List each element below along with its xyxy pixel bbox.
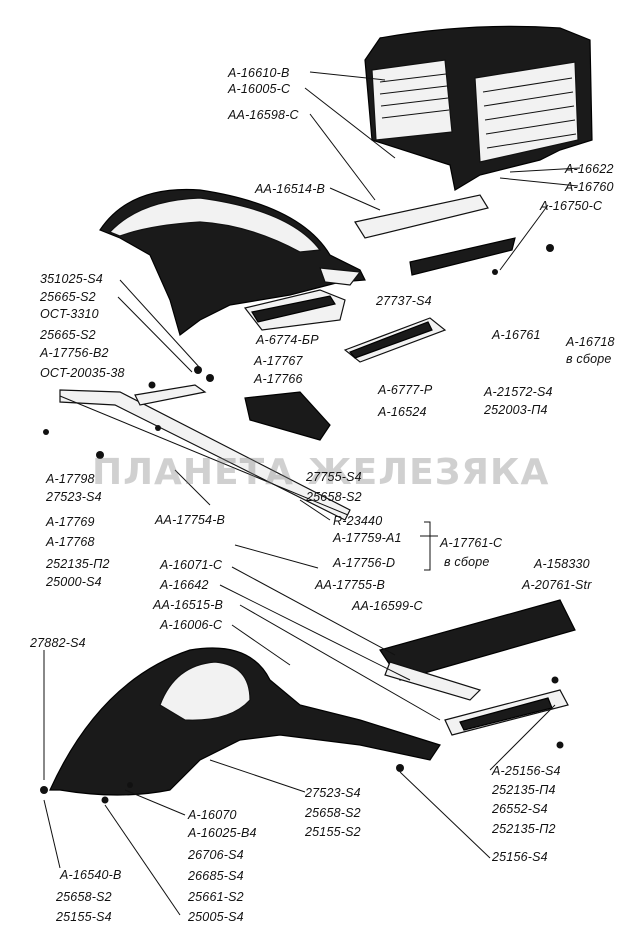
part-label: A-17759-A1	[333, 531, 402, 545]
part-label: A-16761	[492, 328, 541, 342]
part-label: A-16071-C	[160, 558, 223, 572]
part-label: 25658-S2	[56, 890, 112, 904]
part-label: в сборе	[444, 555, 490, 569]
part-label: A-16540-B	[60, 868, 122, 882]
fasteners	[40, 244, 564, 804]
part-label: A-17768	[46, 535, 95, 549]
part-label: A-17766	[254, 372, 303, 386]
part-label: 27523-S4	[305, 786, 361, 800]
part-label: A-16622	[565, 162, 614, 176]
part-label: A-17756-B2	[40, 346, 109, 360]
part-label: A-16524	[378, 405, 427, 419]
part-label: 25661-S2	[188, 890, 244, 904]
part-label: 27737-S4	[376, 294, 432, 308]
part-label: A-6777-P	[378, 383, 433, 397]
part-label: 252135-П2	[46, 557, 110, 571]
running-board-bracket	[59, 384, 351, 521]
part-label: 25665-S2	[40, 290, 96, 304]
part-label: A-21572-S4	[484, 385, 553, 399]
part-label: 252135-П2	[492, 822, 556, 836]
part-label: OCT-20035-38	[40, 366, 125, 380]
part-label: 27755-S4	[306, 470, 362, 484]
part-label: AA-17755-B	[315, 578, 386, 592]
part-label: 26706-S4	[188, 848, 244, 862]
part-label: A-17798	[46, 472, 95, 486]
part-label: A-16718	[566, 335, 615, 349]
part-label: A-17767	[254, 354, 303, 368]
part-label: 25155-S4	[56, 910, 112, 924]
running-board-lower	[379, 599, 576, 736]
part-label: AA-17754-B	[155, 513, 226, 527]
part-label: 252003-П4	[484, 403, 548, 417]
part-label: 26552-S4	[492, 802, 548, 816]
part-label: A-16760	[565, 180, 614, 194]
part-label: AA-16599-C	[352, 599, 423, 613]
part-label: A-16750-C	[540, 199, 603, 213]
part-label: 25155-S2	[305, 825, 361, 839]
part-label: 25005-S4	[188, 910, 244, 924]
part-label: A-20761-Str	[522, 578, 592, 592]
part-label: AA-16598-C	[228, 108, 299, 122]
part-label: A-17761-C	[440, 536, 503, 550]
rear-fender-lower	[49, 647, 441, 796]
part-label: A-16642	[160, 578, 209, 592]
part-label: A-16025-B4	[188, 826, 257, 840]
radiator-grille-shell	[364, 25, 593, 191]
part-label: в сборе	[566, 352, 612, 366]
watermark: ПЛАНЕТА ЖЕЛЕЗЯКА	[92, 452, 550, 493]
front-fender-upper	[99, 188, 366, 337]
part-label: 25658-S2	[305, 806, 361, 820]
leader-lines	[43, 71, 581, 916]
part-label: 25665-S2	[40, 328, 96, 342]
part-label: A-158330	[534, 557, 590, 571]
part-label: 351025-S4	[40, 272, 103, 286]
part-label: AA-16515-B	[153, 598, 224, 612]
part-label: A-16070	[188, 808, 237, 822]
part-label: 27882-S4	[30, 636, 86, 650]
part-label: A-17769	[46, 515, 95, 529]
part-label: 25000-S4	[46, 575, 102, 589]
part-label: 27523-S4	[46, 490, 102, 504]
part-label: 26685-S4	[188, 869, 244, 883]
part-label: A-16005-C	[228, 82, 291, 96]
part-label: OCT-3310	[40, 307, 99, 321]
hood-pieces	[243, 194, 516, 441]
part-label: 25156-S4	[492, 850, 548, 864]
part-label: A-25156-S4	[492, 764, 561, 778]
part-label: AA-16514-B	[255, 182, 326, 196]
part-label: R-23440	[333, 514, 383, 528]
part-label: A-16006-C	[160, 618, 223, 632]
part-label: A-16610-B	[228, 66, 290, 80]
part-label: 25658-S2	[306, 490, 362, 504]
part-label: A-17756-D	[333, 556, 396, 570]
part-label: A-6774-БР	[256, 333, 319, 347]
part-label: 252135-П4	[492, 783, 556, 797]
